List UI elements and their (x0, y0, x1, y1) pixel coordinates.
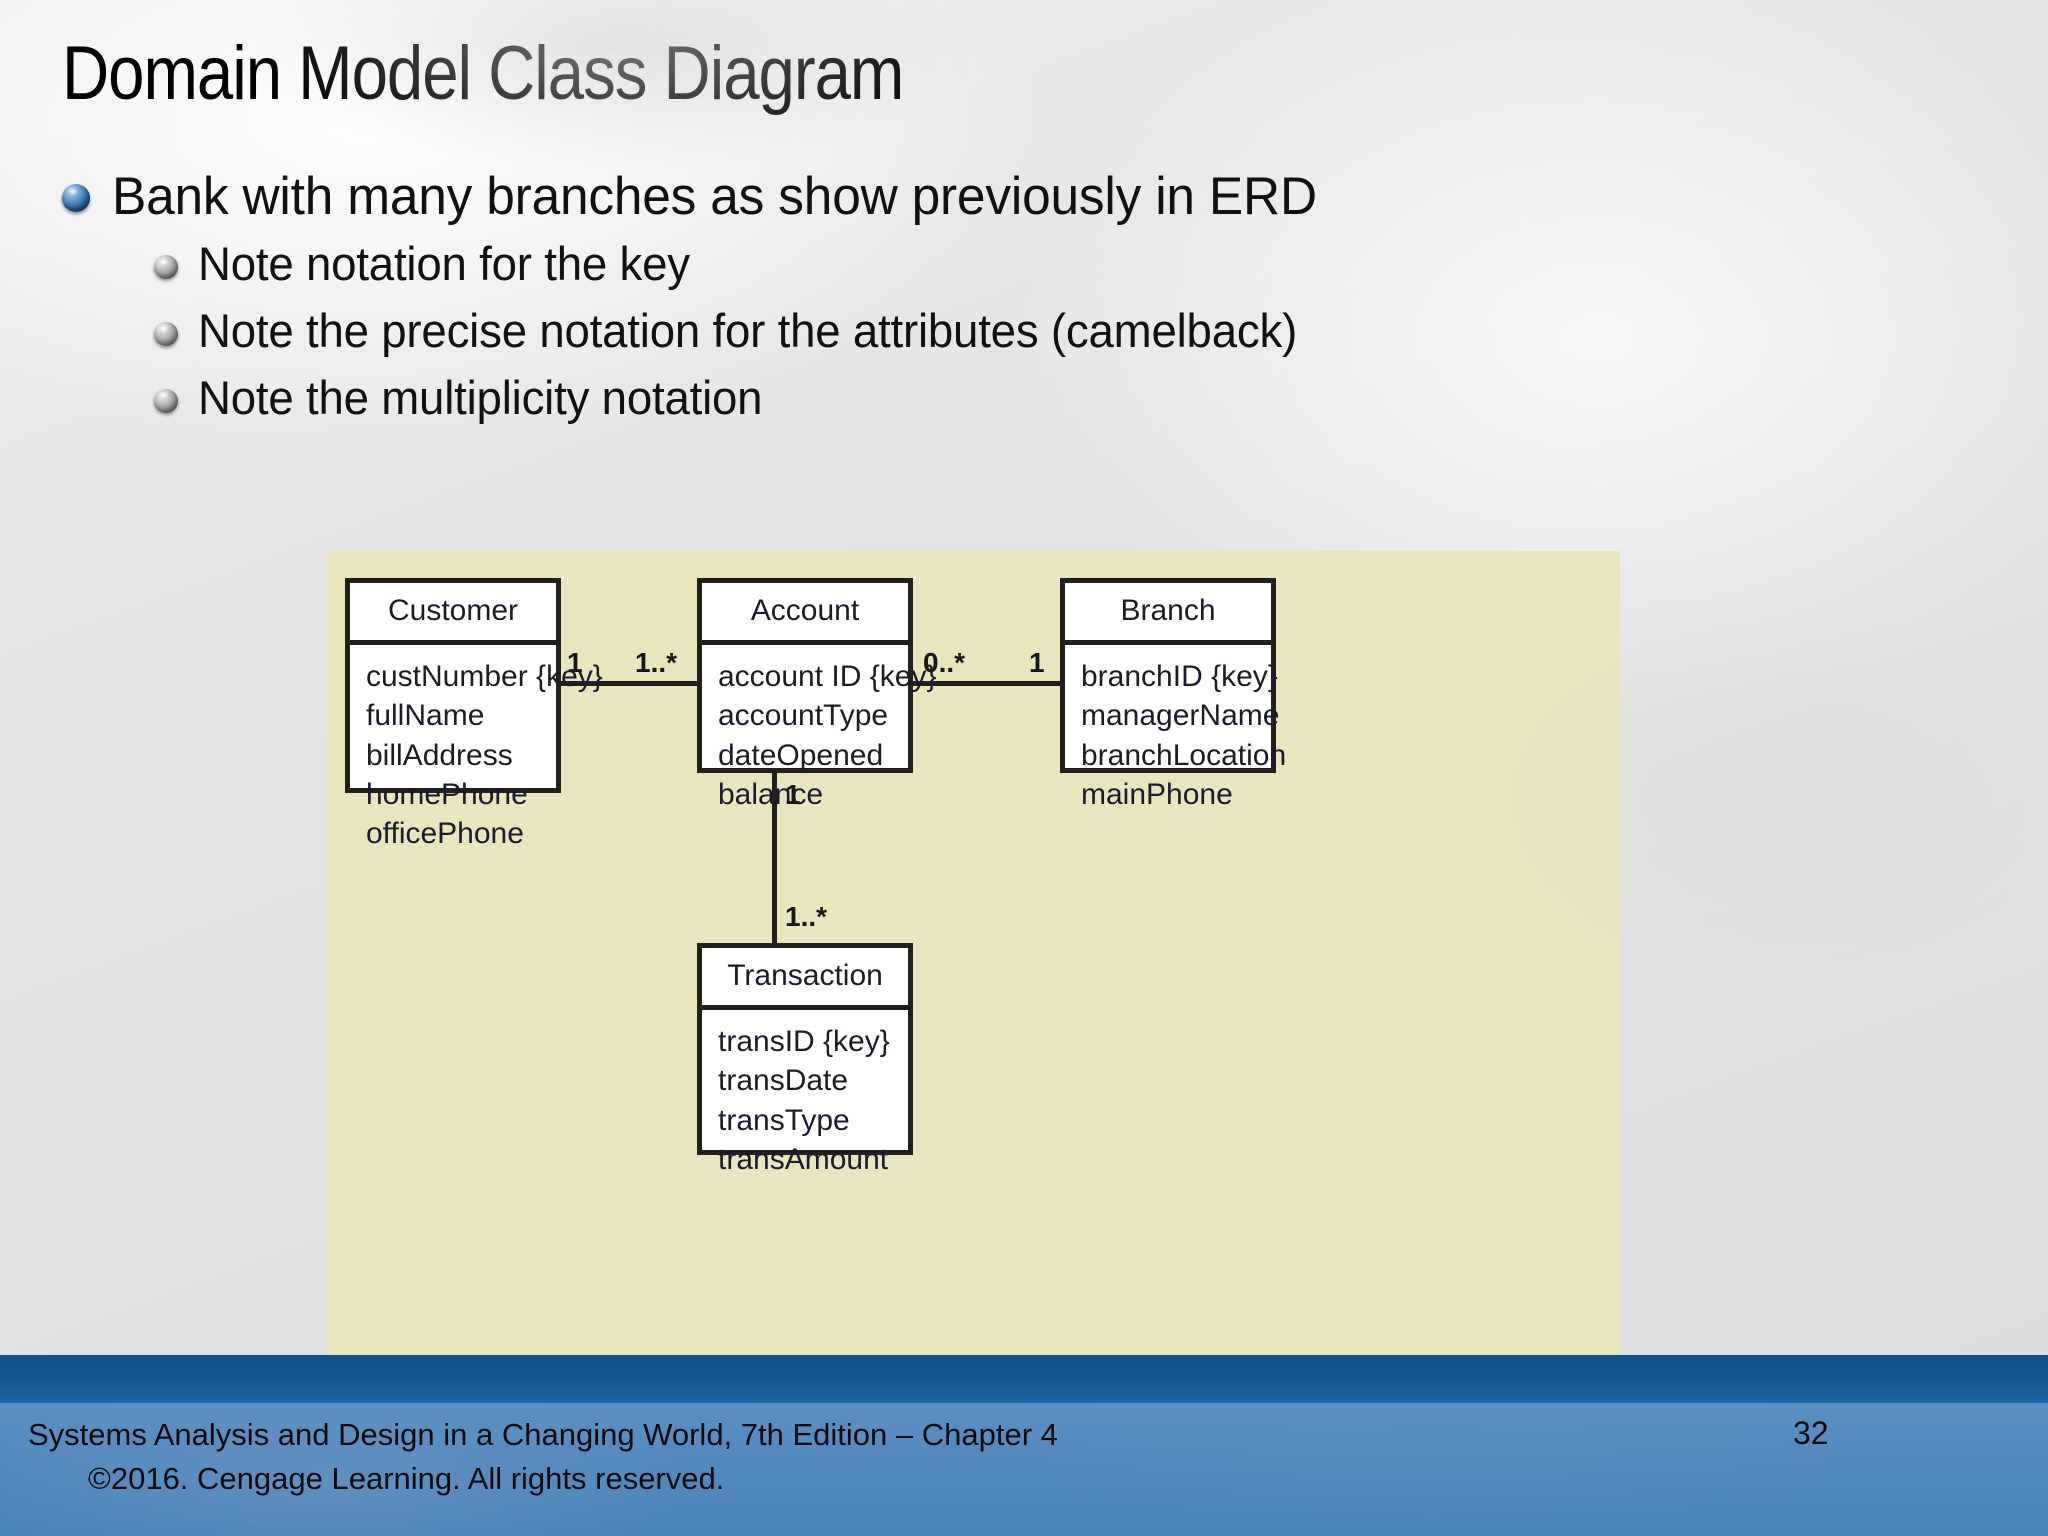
bullet-item-level2: Note the multiplicity notation (154, 370, 1742, 424)
sub-bullet-group: Note notation for the key Note the preci… (62, 237, 1742, 424)
association-line-account-transaction (772, 773, 777, 943)
bullet-text: Note the multiplicity notation (198, 370, 763, 424)
bullet-text: Note the precise notation for the attrib… (198, 303, 1298, 357)
uml-attribute: dateOpened (718, 738, 884, 772)
bullet-item-level2: Note notation for the key (154, 237, 1742, 291)
uml-attribute: mainPhone (1081, 777, 1233, 811)
bullet-item-level2: Note the precise notation for the attrib… (154, 303, 1742, 357)
uml-attribute: transDate (718, 1064, 849, 1098)
uml-class-box-account[interactable]: Account account ID {key} accountType dat… (697, 578, 936, 811)
uml-attribute: transType (718, 1103, 850, 1137)
multiplicity-label-branch-side: 1 (1029, 647, 1045, 678)
footer-band-light (0, 1403, 2048, 1536)
multiplicity-label-account-right: 0..* (923, 647, 966, 678)
uml-attribute: branchID {key} (1081, 660, 1278, 693)
silver-sphere-bullet-icon (154, 388, 178, 413)
bullet-list: Bank with many branches as show previous… (62, 168, 1742, 439)
bullet-text: Note notation for the key (198, 237, 690, 291)
uml-attribute: transID {key} (718, 1025, 890, 1058)
uml-attribute-list: account ID {key} accountType dateOpened … (702, 645, 937, 824)
association-line-customer-account (537, 681, 702, 686)
silver-sphere-bullet-icon (154, 321, 178, 346)
uml-class-box-branch[interactable]: Branch branchID {key} managerName branch… (1060, 578, 1286, 811)
uml-class-box-transaction[interactable]: Transaction transID {key} transDate tran… (697, 943, 913, 1176)
uml-class-name: Account (702, 583, 908, 645)
uml-attribute-list: transID {key} transDate transType transA… (702, 1010, 908, 1189)
footer-band-dark (0, 1355, 2048, 1403)
multiplicity-label-account-left: 1..* (635, 647, 678, 678)
uml-attribute: accountType (718, 699, 889, 733)
uml-attribute: fullName (366, 699, 485, 733)
uml-attribute: officePhone (366, 817, 524, 851)
uml-class-name: Customer (350, 583, 556, 645)
page-title: Domain Model Class Diagram (62, 31, 904, 116)
multiplicity-label-account-bottom: 1 (785, 779, 801, 810)
uml-attribute-list: custNumber {key} fullName billAddress ho… (350, 645, 603, 863)
uml-class-box-customer[interactable]: Customer custNumber {key} fullName billA… (345, 578, 603, 850)
uml-attribute-list: branchID {key} managerName branchLocatio… (1065, 645, 1287, 824)
bullet-item-level1: Bank with many branches as show previous… (62, 168, 1742, 225)
footer-citation: Systems Analysis and Design in a Changin… (28, 1413, 1058, 1501)
blue-sphere-bullet-icon (62, 184, 90, 212)
uml-class-name: Branch (1065, 583, 1271, 645)
uml-attribute: homePhone (366, 777, 528, 811)
uml-attribute: branchLocation (1081, 738, 1287, 772)
uml-class-name: Transaction (702, 948, 908, 1010)
multiplicity-label-customer-side: 1 (567, 647, 583, 678)
uml-class-diagram: Customer custNumber {key} fullName billA… (327, 551, 1620, 1355)
uml-attribute: managerName (1081, 699, 1280, 733)
uml-attribute: custNumber {key} (366, 660, 603, 693)
uml-attribute: account ID {key} (718, 660, 937, 693)
silver-sphere-bullet-icon (154, 255, 178, 280)
page-number: 32 (1793, 1415, 1829, 1451)
bullet-text: Bank with many branches as show previous… (112, 167, 1317, 226)
association-line-account-branch (897, 681, 1065, 686)
uml-attribute: balance (718, 777, 824, 811)
uml-attribute: transAmount (718, 1142, 889, 1176)
uml-attribute: billAddress (366, 738, 513, 772)
footer-line-1: Systems Analysis and Design in a Changin… (28, 1417, 1058, 1452)
multiplicity-label-transaction-top: 1..* (785, 901, 828, 932)
footer-line-2: ©2016. Cengage Learning. All rights rese… (88, 1461, 725, 1497)
